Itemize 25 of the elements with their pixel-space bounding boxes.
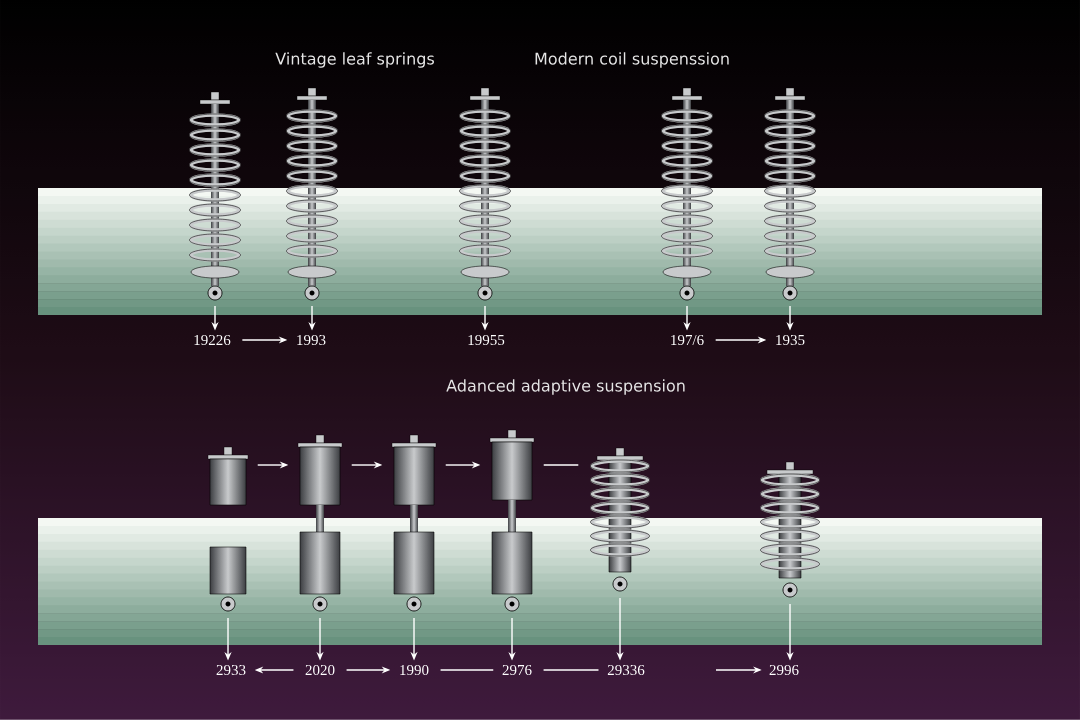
shock-absorber-drawing <box>590 447 650 592</box>
year-label: 2976 <box>502 664 532 676</box>
shock-absorber-drawing <box>286 87 338 301</box>
year-label: 29336 <box>607 664 645 676</box>
year-label: 197/6 <box>671 334 704 346</box>
year-label: 1935 <box>776 334 805 346</box>
year-label: 1990 <box>400 664 429 676</box>
year-label: 2933 <box>216 664 246 676</box>
shock-absorber-drawing <box>661 87 713 301</box>
shock-absorber-drawing <box>189 91 241 301</box>
section-title: Modern coil suspenssion <box>535 52 729 68</box>
shock-absorber-drawing <box>207 446 249 612</box>
year-label: 19226 <box>194 334 231 346</box>
shock-absorber-drawing <box>764 87 816 301</box>
year-label: 19955 <box>468 334 505 346</box>
shock-absorber-drawing <box>489 429 535 612</box>
shock-absorber-drawing <box>297 434 343 612</box>
shock-absorber-drawing <box>760 461 820 598</box>
year-label: 1993 <box>297 334 326 346</box>
section-title: Adanced adaptive suspension <box>446 379 685 395</box>
year-label: 2020 <box>305 664 335 676</box>
shock-absorber-drawing <box>391 434 437 612</box>
section-title: Vintage leaf springs <box>275 52 434 68</box>
shock-absorber-drawing <box>459 87 511 301</box>
year-label: 2996 <box>769 664 799 676</box>
